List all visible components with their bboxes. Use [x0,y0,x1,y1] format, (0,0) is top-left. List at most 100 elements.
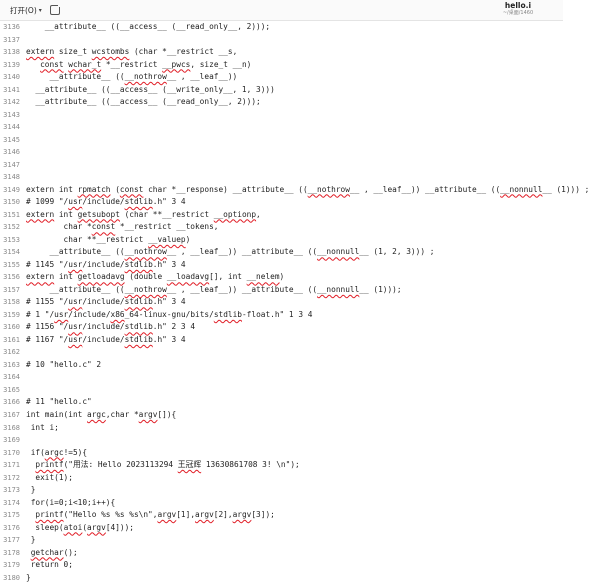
code-line[interactable]: 3153 char **__restrict __valuep) [0,234,563,247]
code-text: __ (1))) ; [542,184,589,194]
line-number: 3177 [3,536,20,545]
code-text: __attribute__ ((__access__ (__write_only… [26,84,275,94]
code-line[interactable]: 3140 __attribute__ ((__nothrow__ , __lea… [0,71,563,84]
code-line[interactable]: 3179 return 0; [0,559,563,572]
spell-error-word: __nothrow [124,247,167,257]
code-line[interactable]: 3158 # 1155 "/usr/include/stdlib.h" 3 4 [0,296,563,309]
code-line[interactable]: 3165 [0,384,563,397]
line-code: for(i=0;i<10;i++){ [26,497,116,510]
code-line[interactable]: 3154 __attribute__ ((__nothrow__ , __lea… [0,246,563,259]
code-line[interactable]: 3137 [0,34,563,47]
line-number: 3156 [3,273,20,282]
code-line[interactable]: 3180} [0,572,563,584]
code-line[interactable]: 3155# 1145 "/usr/include/stdlib.h" 3 4 [0,259,563,272]
spell-error-word: printf [35,510,64,520]
line-code: # 1155 "/usr/include/stdlib.h" 3 4 [26,296,186,309]
spell-error-word: argv [87,522,106,532]
code-line[interactable]: 3142 __attribute__ ((__access__ (__read_… [0,96,563,109]
code-text: __ , __leaf__)) [166,72,238,82]
code-text: for(i=0;i<10;i++){ [26,497,116,507]
line-code: const wchar_t *__restrict __pwcs, size_t… [26,59,251,72]
code-line[interactable]: 3139 const wchar_t *__restrict __pwcs, s… [0,59,563,72]
code-text: /include/ [82,197,125,207]
code-line[interactable]: 3169 [0,434,563,447]
line-number: 3148 [3,173,20,182]
spell-error-word: wcstombs [91,47,130,57]
line-number: 3162 [3,348,20,357]
code-line[interactable]: 3157 __attribute__ ((__nothrow__ , __lea… [0,284,563,297]
code-line[interactable]: 3156 extern int getloadavg (double __load… [0,271,563,284]
code-line[interactable]: 3148 [0,171,563,184]
code-line[interactable]: 3159# 1 "/usr/include/x86_64-linux-gnu/b… [0,309,563,322]
code-text: /include/ [82,259,125,269]
code-line[interactable]: 3166# 11 "hello.c" [0,396,563,409]
code-text: int i; [26,422,59,432]
spell-error-word: rpmatch [77,184,111,194]
line-number: 3138 [3,48,20,57]
spell-error-word: argc [44,447,64,457]
code-line[interactable]: 3152 char *const *__restrict __tokens, [0,221,563,234]
line-code: __attribute__ ((__nothrow__ , __leaf__)) [26,71,237,84]
code-line[interactable]: 3163 # 10 "hello.c" 2 [0,359,563,372]
line-code: char *const *__restrict __tokens, [26,221,219,234]
line-code: # 1099 "/usr/include/stdlib.h" 3 4 [26,196,186,209]
line-code: __attribute__ ((__access__ (__read_only_… [26,96,261,109]
code-line[interactable]: 3176 sleep(atoi(argv[4])); [0,522,563,535]
line-code: extern int getloadavg (double __loadavg[… [26,271,284,284]
code-line[interactable]: 3170 if(argc!=5){ [0,447,563,460]
code-line[interactable]: 3164 [0,371,563,384]
code-line[interactable]: 3147 [0,159,563,172]
spell-error-word: __pwcs [162,59,191,69]
line-code: # 1156 "/usr/include/stdlib.h" 2 3 4 [26,321,195,334]
code-text: int [54,272,78,282]
line-number: 3145 [3,135,20,144]
code-line[interactable]: 3161# 1167 "/usr/include/stdlib.h" 3 4 [0,334,563,347]
code-text: .h" 3 4 [152,197,186,207]
spell-error-word: getchar [30,547,64,557]
code-text: return 0; [26,560,73,570]
code-text: [], int [209,272,247,282]
code-text: /include/ [82,322,125,332]
code-line[interactable]: 3145 [0,134,563,147]
line-number: 3166 [3,398,20,407]
line-code: char **__restrict __valuep) [26,234,191,247]
code-line[interactable]: 3146 [0,146,563,159]
code-text: __attribute__ ((__access__ (__read_only_… [26,97,261,107]
spell-error-word: usr [68,297,83,307]
line-number: 3158 [3,298,20,307]
code-line[interactable]: 3168 int i; [0,422,563,435]
code-text: ) [185,234,191,244]
code-line[interactable]: 3174 for(i=0;i<10;i++){ [0,497,563,510]
code-line[interactable]: 3171 printf("用法: Hello 2023113294 王冠辉 13… [0,459,563,472]
code-line[interactable]: 3150# 1099 "/usr/include/stdlib.h" 3 4 [0,196,563,209]
code-line[interactable]: 3160# 1156 "/usr/include/stdlib.h" 2 3 4 [0,321,563,334]
code-line[interactable]: 3173 } [0,484,563,497]
code-text: # 1099 "/ [26,197,69,207]
spell-error-word: const [119,184,144,194]
code-line[interactable]: 3172 exit(1); [0,472,563,485]
line-number: 3172 [3,473,20,482]
spell-error-word: usr [68,197,83,207]
line-number: 3161 [3,335,20,344]
code-line[interactable]: 3175 printf("Hello %s %s %s\n",argv[1],a… [0,509,563,522]
code-line[interactable]: 3143 [0,109,563,122]
code-line[interactable]: 3178 getchar(); [0,547,563,560]
open-menu-button[interactable]: 打开(O) ▾ [6,4,46,17]
chevron-down-icon: ▾ [38,6,42,14]
line-number: 3163 [3,360,20,369]
code-editor[interactable]: 3136 __attribute__ ((__access__ (__read_… [0,21,589,582]
code-line[interactable]: 3144 [0,121,563,134]
code-text: [3]); [251,510,275,520]
code-line[interactable]: 3141 __attribute__ ((__access__ (__write… [0,84,563,97]
code-line[interactable]: 3177 } [0,534,563,547]
line-number: 3178 [3,548,20,557]
open-menu-label: 打开(O) [10,5,37,15]
code-line[interactable]: 3136 __attribute__ ((__access__ (__read_… [0,21,563,34]
new-document-icon[interactable] [49,4,61,15]
line-code: # 10 "hello.c" 2 [26,359,101,372]
code-line[interactable]: 3162 [0,346,563,359]
